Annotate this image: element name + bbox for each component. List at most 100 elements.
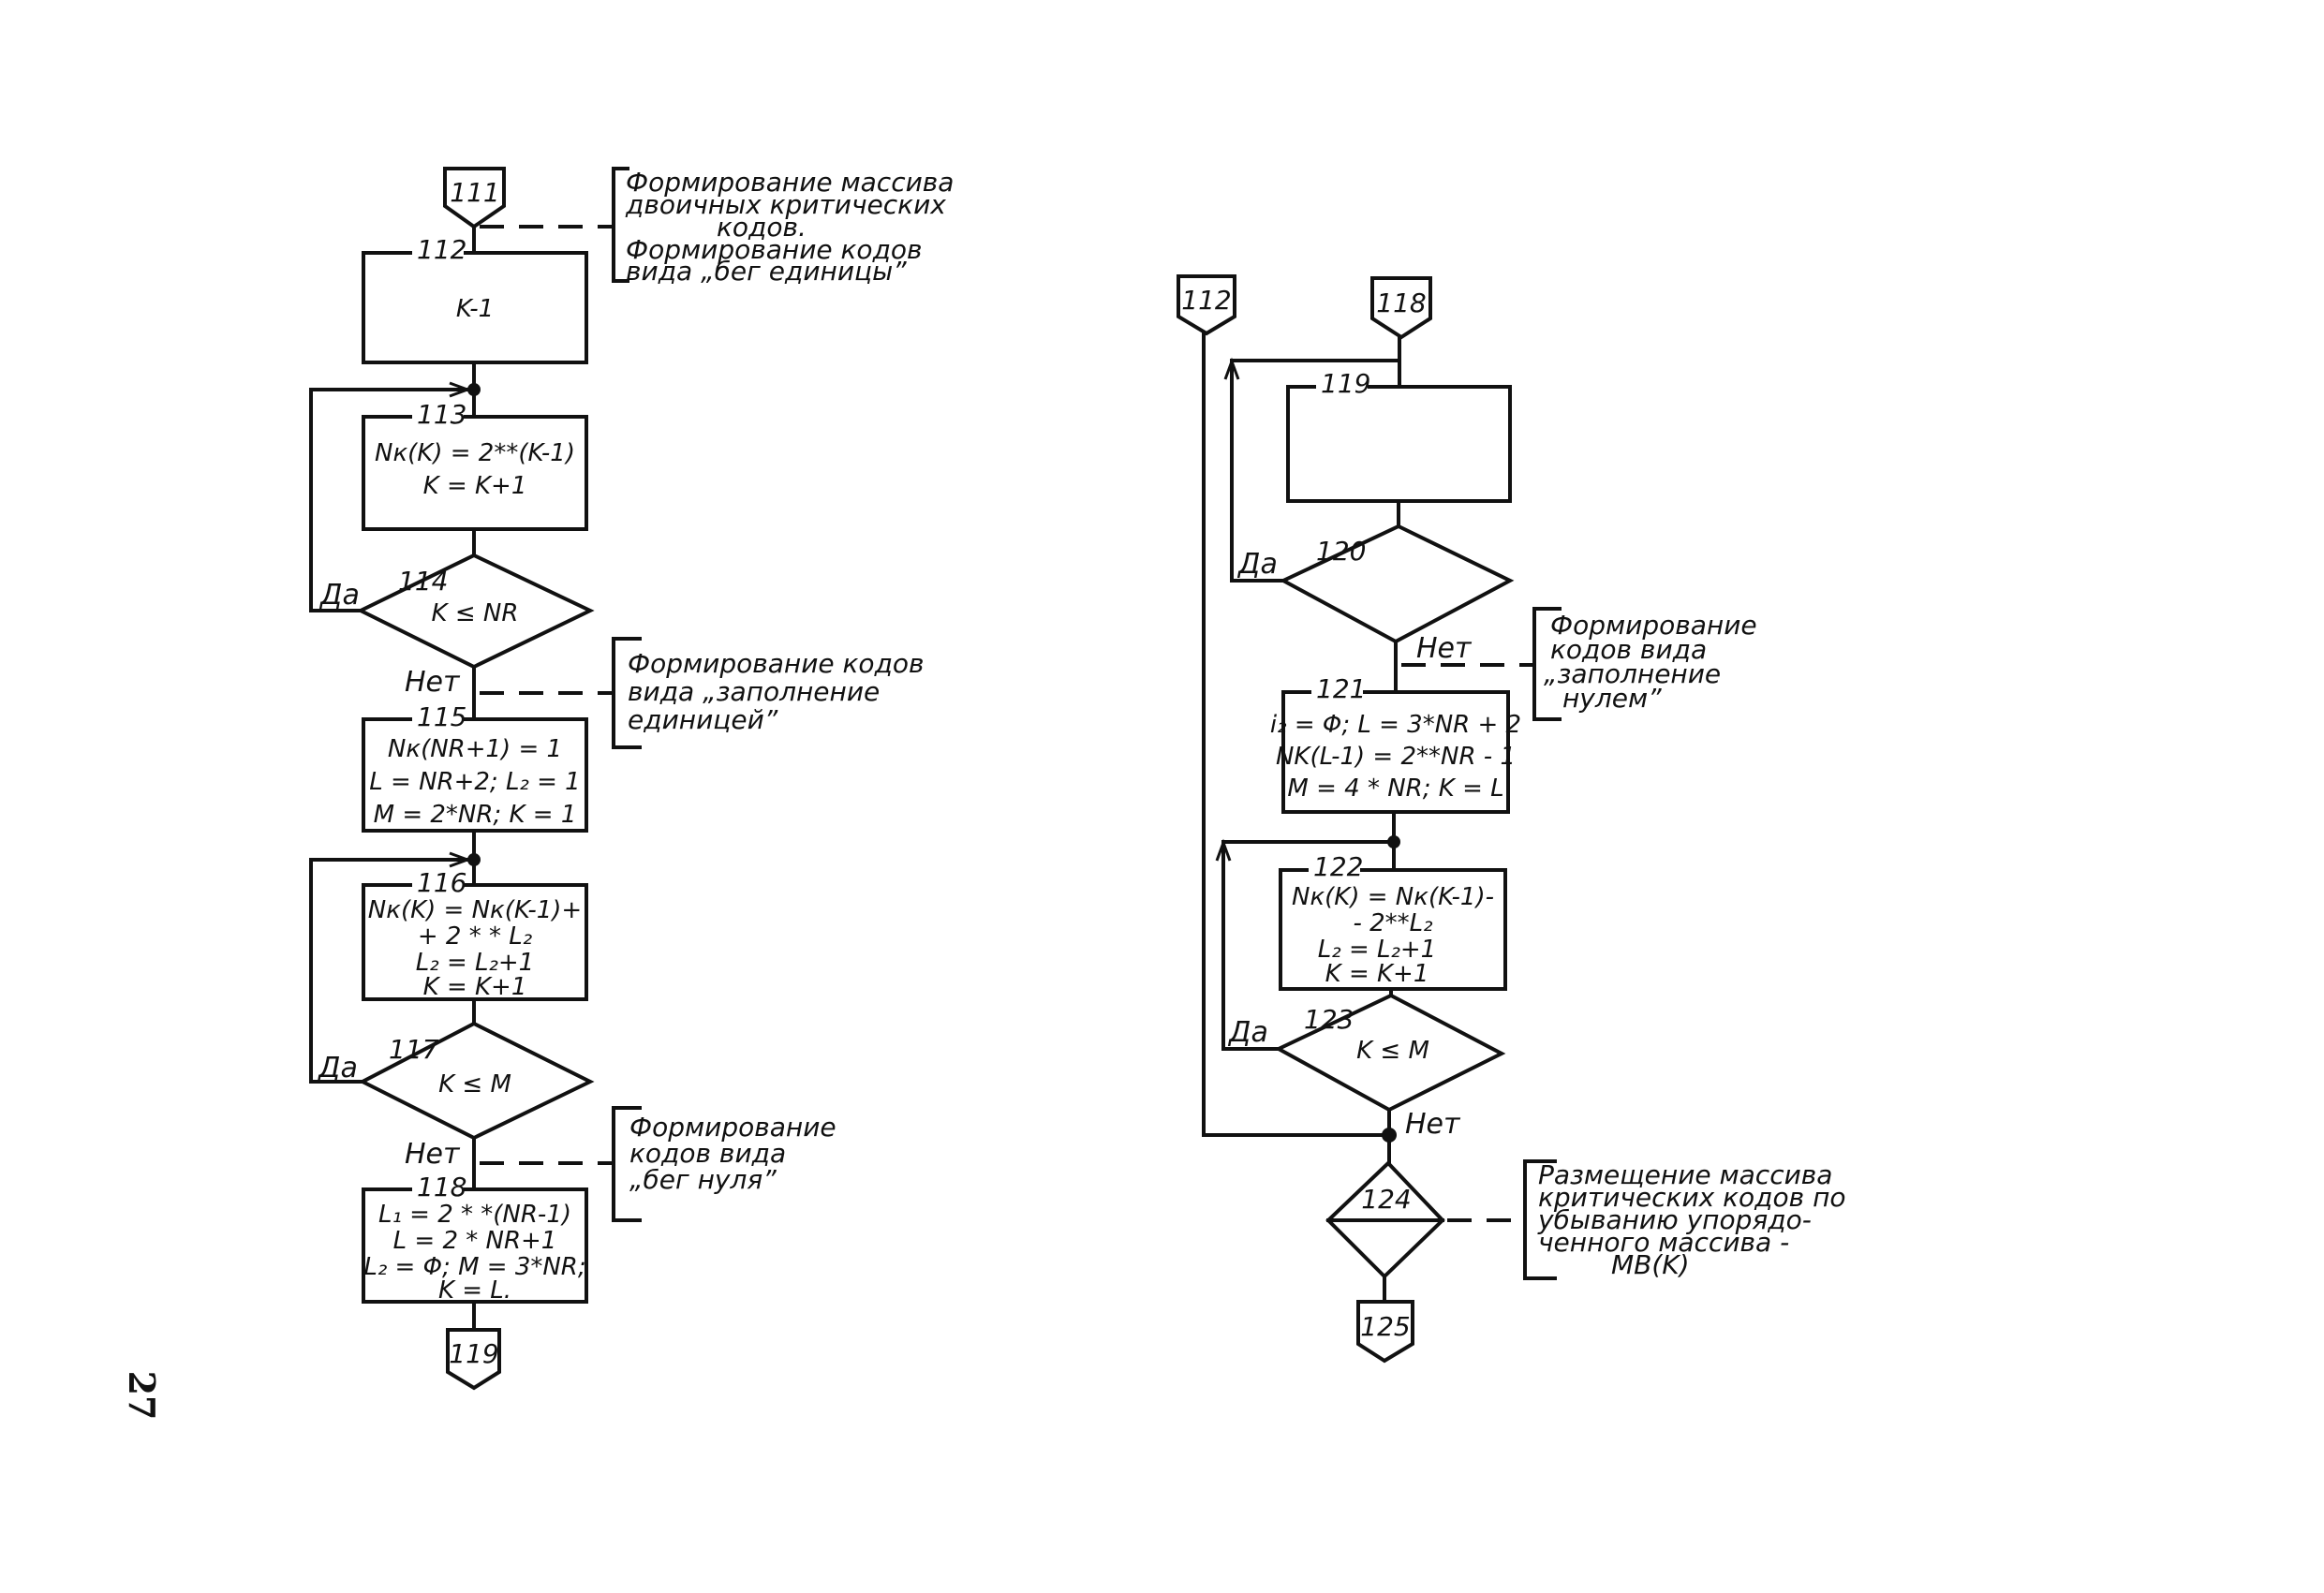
block-number: 115 [417, 701, 466, 732]
junction-dot [467, 853, 481, 866]
annotation-line: кодов. [717, 212, 807, 243]
yes-label: Да [318, 579, 360, 612]
block-text: - 2**L₂ [1353, 909, 1432, 937]
annotation-array-placement: Размещение массива критических кодов по … [1523, 1159, 1846, 1280]
offpage-connector-111: 111 [443, 167, 506, 229]
connector-label: 125 [1360, 1311, 1410, 1342]
block-text: L = 2 * NR+1 [393, 1227, 557, 1255]
block-number: 113 [417, 399, 466, 430]
block-number: 118 [417, 1172, 466, 1202]
loop-back-line [1230, 359, 1401, 583]
no-label: Нет [1405, 1108, 1461, 1141]
process-block-112: 112 K-1 [362, 234, 588, 364]
arrow-head [1223, 357, 1240, 380]
block-text: Nк(NR+1) = 1 [388, 735, 562, 763]
process-block-121: 121 i₂ = Φ; L = 3*NR + 2 NK(L-1) = 2**NR… [1270, 673, 1521, 814]
annotation-array-formation: Формирование массива двоичных критически… [612, 167, 954, 287]
decision-120: 120 Да Нет [1236, 524, 1515, 665]
annotation-fill-ones: Формирование кодов вида „заполнение един… [612, 637, 925, 749]
yes-label: Да [317, 1052, 358, 1084]
annotation-line: единицей” [628, 704, 778, 735]
block-text: L₁ = 2 * *(NR-1) [378, 1201, 571, 1229]
connector-label: 119 [449, 1338, 498, 1369]
block-text: Nк(K) = Nк(K-1)+ [368, 896, 582, 924]
loop-back-line [309, 858, 468, 1084]
block-number: 119 [1321, 368, 1370, 399]
block-number: 122 [1313, 851, 1363, 882]
process-block-116: 116 Nк(K) = Nк(K-1)+ + 2 * * L₂ L₂ = L₂+… [362, 867, 588, 1001]
offpage-connector-125: 125 [1356, 1300, 1414, 1364]
block-text: L₂ = L₂+1 [1318, 936, 1436, 964]
block-text: Nк(K) = 2**(K-1) [375, 439, 575, 467]
annotation-line: Формирование кодов [628, 648, 925, 679]
yes-label: Да [1236, 548, 1278, 581]
block-text: L = NR+2; L₂ = 1 [369, 768, 580, 796]
offpage-connector-119: 119 [446, 1328, 501, 1391]
annotation-line: нулем” [1562, 683, 1662, 714]
decision-number: 117 [389, 1034, 439, 1065]
block-number: 112 [417, 234, 466, 265]
block-number: 124 [1361, 1184, 1411, 1215]
return-line [1202, 332, 1391, 1137]
block-text: K = K+1 [423, 973, 527, 1001]
annotation-line: Формирование [629, 1112, 836, 1143]
decision-condition: K ≤ NR [432, 599, 519, 627]
annotation-line: кодов вида [1550, 634, 1707, 665]
arrow-head [449, 851, 472, 868]
block-text: Nк(K) = Nк(K-1)- [1292, 883, 1494, 911]
decision-number: 114 [398, 566, 448, 597]
offpage-connector-112: 112 [1177, 274, 1236, 336]
annotation-line: Размещение массива [1538, 1159, 1832, 1190]
connector-label: 111 [450, 177, 499, 208]
decision-number: 120 [1316, 536, 1366, 567]
no-label: Нет [405, 1138, 461, 1171]
decision-114: 114 K ≤ NR Да Нет [318, 553, 595, 699]
block-text: M = 4 * NR; K = L [1287, 774, 1503, 803]
block-text: i₂ = Φ; L = 3*NR + 2 [1270, 711, 1521, 739]
decision-117: 117 K ≤ M Да Нет [317, 1021, 595, 1171]
connector-label: 112 [1181, 285, 1231, 316]
loop-back-line [1221, 840, 1396, 1051]
arrow-head [449, 381, 472, 398]
block-text: K-1 [456, 295, 494, 323]
process-block-113: 113 Nк(K) = 2**(K-1) K = K+1 [362, 399, 588, 531]
arrow-head [1215, 838, 1232, 862]
annotation-line: критических кодов по [1538, 1182, 1846, 1213]
junction-dot [1382, 1128, 1397, 1143]
page-number: 27 [121, 1371, 163, 1421]
loop-back-line [309, 388, 468, 612]
block-text: NK(L-1) = 2**NR - 1 [1276, 743, 1516, 771]
block-text: L₂ = Φ; M = 3*NR; [363, 1253, 585, 1281]
annotation-running-zero: Формирование кодов вида „бег нуля” [612, 1106, 836, 1222]
annotation-line: MB(K) [1611, 1249, 1690, 1280]
block-text: K = K+1 [423, 472, 527, 500]
annotation-line: кодов вида [629, 1138, 786, 1169]
no-label: Нет [405, 666, 461, 699]
block-text: K = K+1 [1325, 960, 1429, 988]
annotation-line: Формирование [1550, 610, 1757, 641]
decision-condition: K ≤ M [438, 1070, 511, 1099]
block-text: L₂ = L₂+1 [416, 949, 534, 977]
annotation-line: вида „заполнение [628, 676, 880, 707]
process-block-118: 118 L₁ = 2 * *(NR-1) L = 2 * NR+1 L₂ = Φ… [362, 1172, 588, 1305]
annotation-line: „бег нуля” [629, 1164, 777, 1195]
annotation-line: двоичных критических [625, 189, 946, 220]
block-text: M = 2*NR; K = 1 [374, 801, 577, 829]
process-block-122: 122 Nк(K) = Nк(K-1)- - 2**L₂ L₂ = L₂+1 K… [1279, 851, 1507, 991]
annotation-fill-zeros: Формирование кодов вида „заполнение нуле… [1532, 607, 1757, 721]
annotation-line: ченного массива - [1538, 1227, 1789, 1258]
annotation-line: вида „бег единицы” [626, 256, 907, 287]
annotation-line: Формирование массива [626, 167, 954, 198]
block-number: 121 [1316, 673, 1366, 704]
annotation-line: Формирование кодов [626, 234, 923, 265]
block-number: 116 [417, 867, 466, 898]
process-block-119: 119 [1286, 368, 1512, 503]
yes-label: Да [1227, 1016, 1268, 1049]
annotation-line: убыванию упорядо- [1537, 1204, 1812, 1235]
block-text: + 2 * * L₂ [418, 922, 532, 951]
sort-block-124: 124 [1325, 1160, 1445, 1279]
offpage-connector-118: 118 [1370, 276, 1432, 340]
annotation-line: „заполнение [1544, 658, 1721, 689]
connector-label: 118 [1376, 288, 1426, 318]
process-block-115: 115 Nк(NR+1) = 1 L = NR+2; L₂ = 1 M = 2*… [362, 701, 588, 833]
